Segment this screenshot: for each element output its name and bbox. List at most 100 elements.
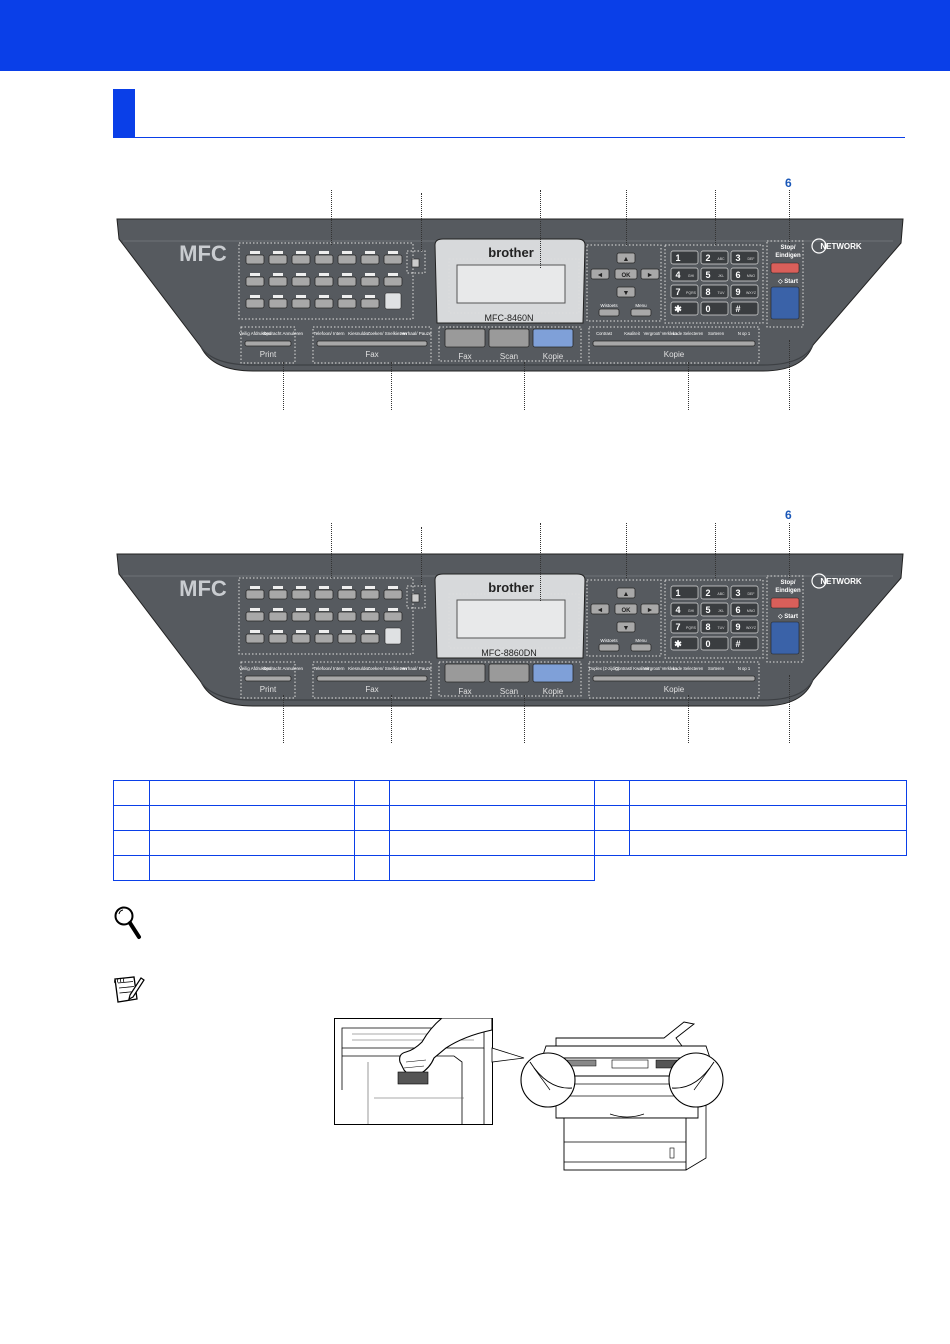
keypad-key-7[interactable] — [670, 284, 699, 299]
one-touch-button[interactable] — [291, 298, 311, 309]
one-touch-button[interactable] — [291, 633, 311, 644]
keypad-key-6[interactable] — [730, 267, 759, 282]
one-touch-button[interactable] — [383, 254, 403, 265]
keypad-key-✱[interactable] — [670, 301, 699, 316]
one-touch-button[interactable] — [314, 298, 334, 309]
keypad-key-4[interactable] — [670, 267, 699, 282]
keypad-key-0[interactable] — [700, 636, 729, 651]
group-outline — [448, 593, 580, 649]
fax-buttons[interactable] — [316, 675, 428, 682]
mode-button-fax[interactable] — [444, 328, 486, 348]
print-buttons[interactable] — [244, 675, 292, 682]
keypad-key-2[interactable] — [700, 250, 729, 265]
left-arrow-button[interactable] — [590, 603, 610, 615]
keypad-key-3[interactable] — [730, 585, 759, 600]
keypad-key-#[interactable] — [730, 636, 759, 651]
one-touch-button[interactable] — [245, 633, 265, 644]
one-touch-button[interactable] — [291, 276, 311, 287]
keypad-key-5[interactable] — [700, 267, 729, 282]
one-touch-button[interactable] — [337, 298, 357, 309]
keypad-key-9[interactable] — [730, 619, 759, 634]
ok-button[interactable] — [614, 268, 638, 280]
one-touch-button[interactable] — [245, 298, 265, 309]
one-touch-button[interactable] — [245, 611, 265, 622]
keypad-key-1[interactable] — [670, 585, 699, 600]
mode-button-scan[interactable] — [488, 328, 530, 348]
one-touch-button[interactable] — [360, 633, 380, 644]
one-touch-button[interactable] — [314, 254, 334, 265]
one-touch-button[interactable] — [314, 611, 334, 622]
keypad-key-5[interactable] — [700, 602, 729, 617]
one-touch-button[interactable] — [360, 276, 380, 287]
one-touch-button[interactable] — [360, 611, 380, 622]
one-touch-button[interactable] — [383, 611, 403, 622]
keypad-key-✱[interactable] — [670, 636, 699, 651]
mode-button-fax[interactable] — [444, 663, 486, 683]
mode-button-scan[interactable] — [488, 663, 530, 683]
stop-button[interactable] — [770, 262, 800, 274]
print-buttons[interactable] — [244, 340, 292, 347]
one-touch-button[interactable] — [337, 611, 357, 622]
one-touch-label-strip — [273, 608, 283, 611]
one-touch-button[interactable] — [383, 589, 403, 600]
one-touch-button[interactable] — [268, 276, 288, 287]
one-touch-button[interactable] — [268, 611, 288, 622]
keypad-key-8[interactable] — [700, 284, 729, 299]
left-arrow-button[interactable] — [590, 268, 610, 280]
one-touch-button[interactable] — [268, 589, 288, 600]
keypad-key-2[interactable] — [700, 585, 729, 600]
up-arrow-button[interactable] — [616, 252, 636, 264]
one-touch-button[interactable] — [314, 276, 334, 287]
one-touch-button[interactable] — [314, 633, 334, 644]
keypad-key-3[interactable] — [730, 250, 759, 265]
keypad-key-8[interactable] — [700, 619, 729, 634]
one-touch-button[interactable] — [245, 276, 265, 287]
one-touch-button[interactable] — [314, 589, 334, 600]
down-arrow-button[interactable] — [616, 621, 636, 633]
right-arrow-button[interactable] — [640, 268, 660, 280]
keypad-key-9[interactable] — [730, 284, 759, 299]
one-touch-button[interactable] — [337, 633, 357, 644]
fax-buttons[interactable] — [316, 340, 428, 347]
one-touch-button[interactable] — [337, 276, 357, 287]
one-touch-button[interactable] — [268, 298, 288, 309]
keypad-key-6[interactable] — [730, 602, 759, 617]
copy-buttons[interactable] — [592, 340, 756, 347]
one-touch-button[interactable] — [245, 254, 265, 265]
mode-button-kopie[interactable] — [532, 663, 574, 683]
copy-buttons[interactable] — [592, 675, 756, 682]
keypad-key-4[interactable] — [670, 602, 699, 617]
mode-button-kopie[interactable] — [532, 328, 574, 348]
keypad-key-1[interactable] — [670, 250, 699, 265]
one-touch-button[interactable] — [360, 254, 380, 265]
clear-button[interactable] — [598, 643, 620, 652]
one-touch-button[interactable] — [360, 298, 380, 309]
up-arrow-button[interactable] — [616, 587, 636, 599]
model-name: MFC-8460N — [484, 313, 533, 323]
ok-button[interactable] — [614, 603, 638, 615]
one-touch-button[interactable] — [337, 254, 357, 265]
keypad-key-0[interactable] — [700, 301, 729, 316]
down-arrow-button[interactable] — [616, 286, 636, 298]
mfc-logo: MFC — [179, 241, 227, 266]
keypad-key-7[interactable] — [670, 619, 699, 634]
right-arrow-button[interactable] — [640, 603, 660, 615]
one-touch-button[interactable] — [291, 611, 311, 622]
one-touch-button[interactable] — [360, 589, 380, 600]
one-touch-button[interactable] — [291, 254, 311, 265]
one-touch-button[interactable] — [383, 276, 403, 287]
stop-button[interactable] — [770, 597, 800, 609]
one-touch-button[interactable] — [268, 633, 288, 644]
one-touch-button[interactable] — [291, 589, 311, 600]
clear-button[interactable] — [598, 308, 620, 317]
table-cell — [594, 780, 630, 806]
start-button[interactable] — [770, 621, 800, 655]
group-outline — [438, 661, 582, 697]
menu-button[interactable] — [630, 308, 652, 317]
keypad-key-#[interactable] — [730, 301, 759, 316]
one-touch-button[interactable] — [268, 254, 288, 265]
one-touch-button[interactable] — [337, 589, 357, 600]
menu-button[interactable] — [630, 643, 652, 652]
start-button[interactable] — [770, 286, 800, 320]
one-touch-button[interactable] — [245, 589, 265, 600]
